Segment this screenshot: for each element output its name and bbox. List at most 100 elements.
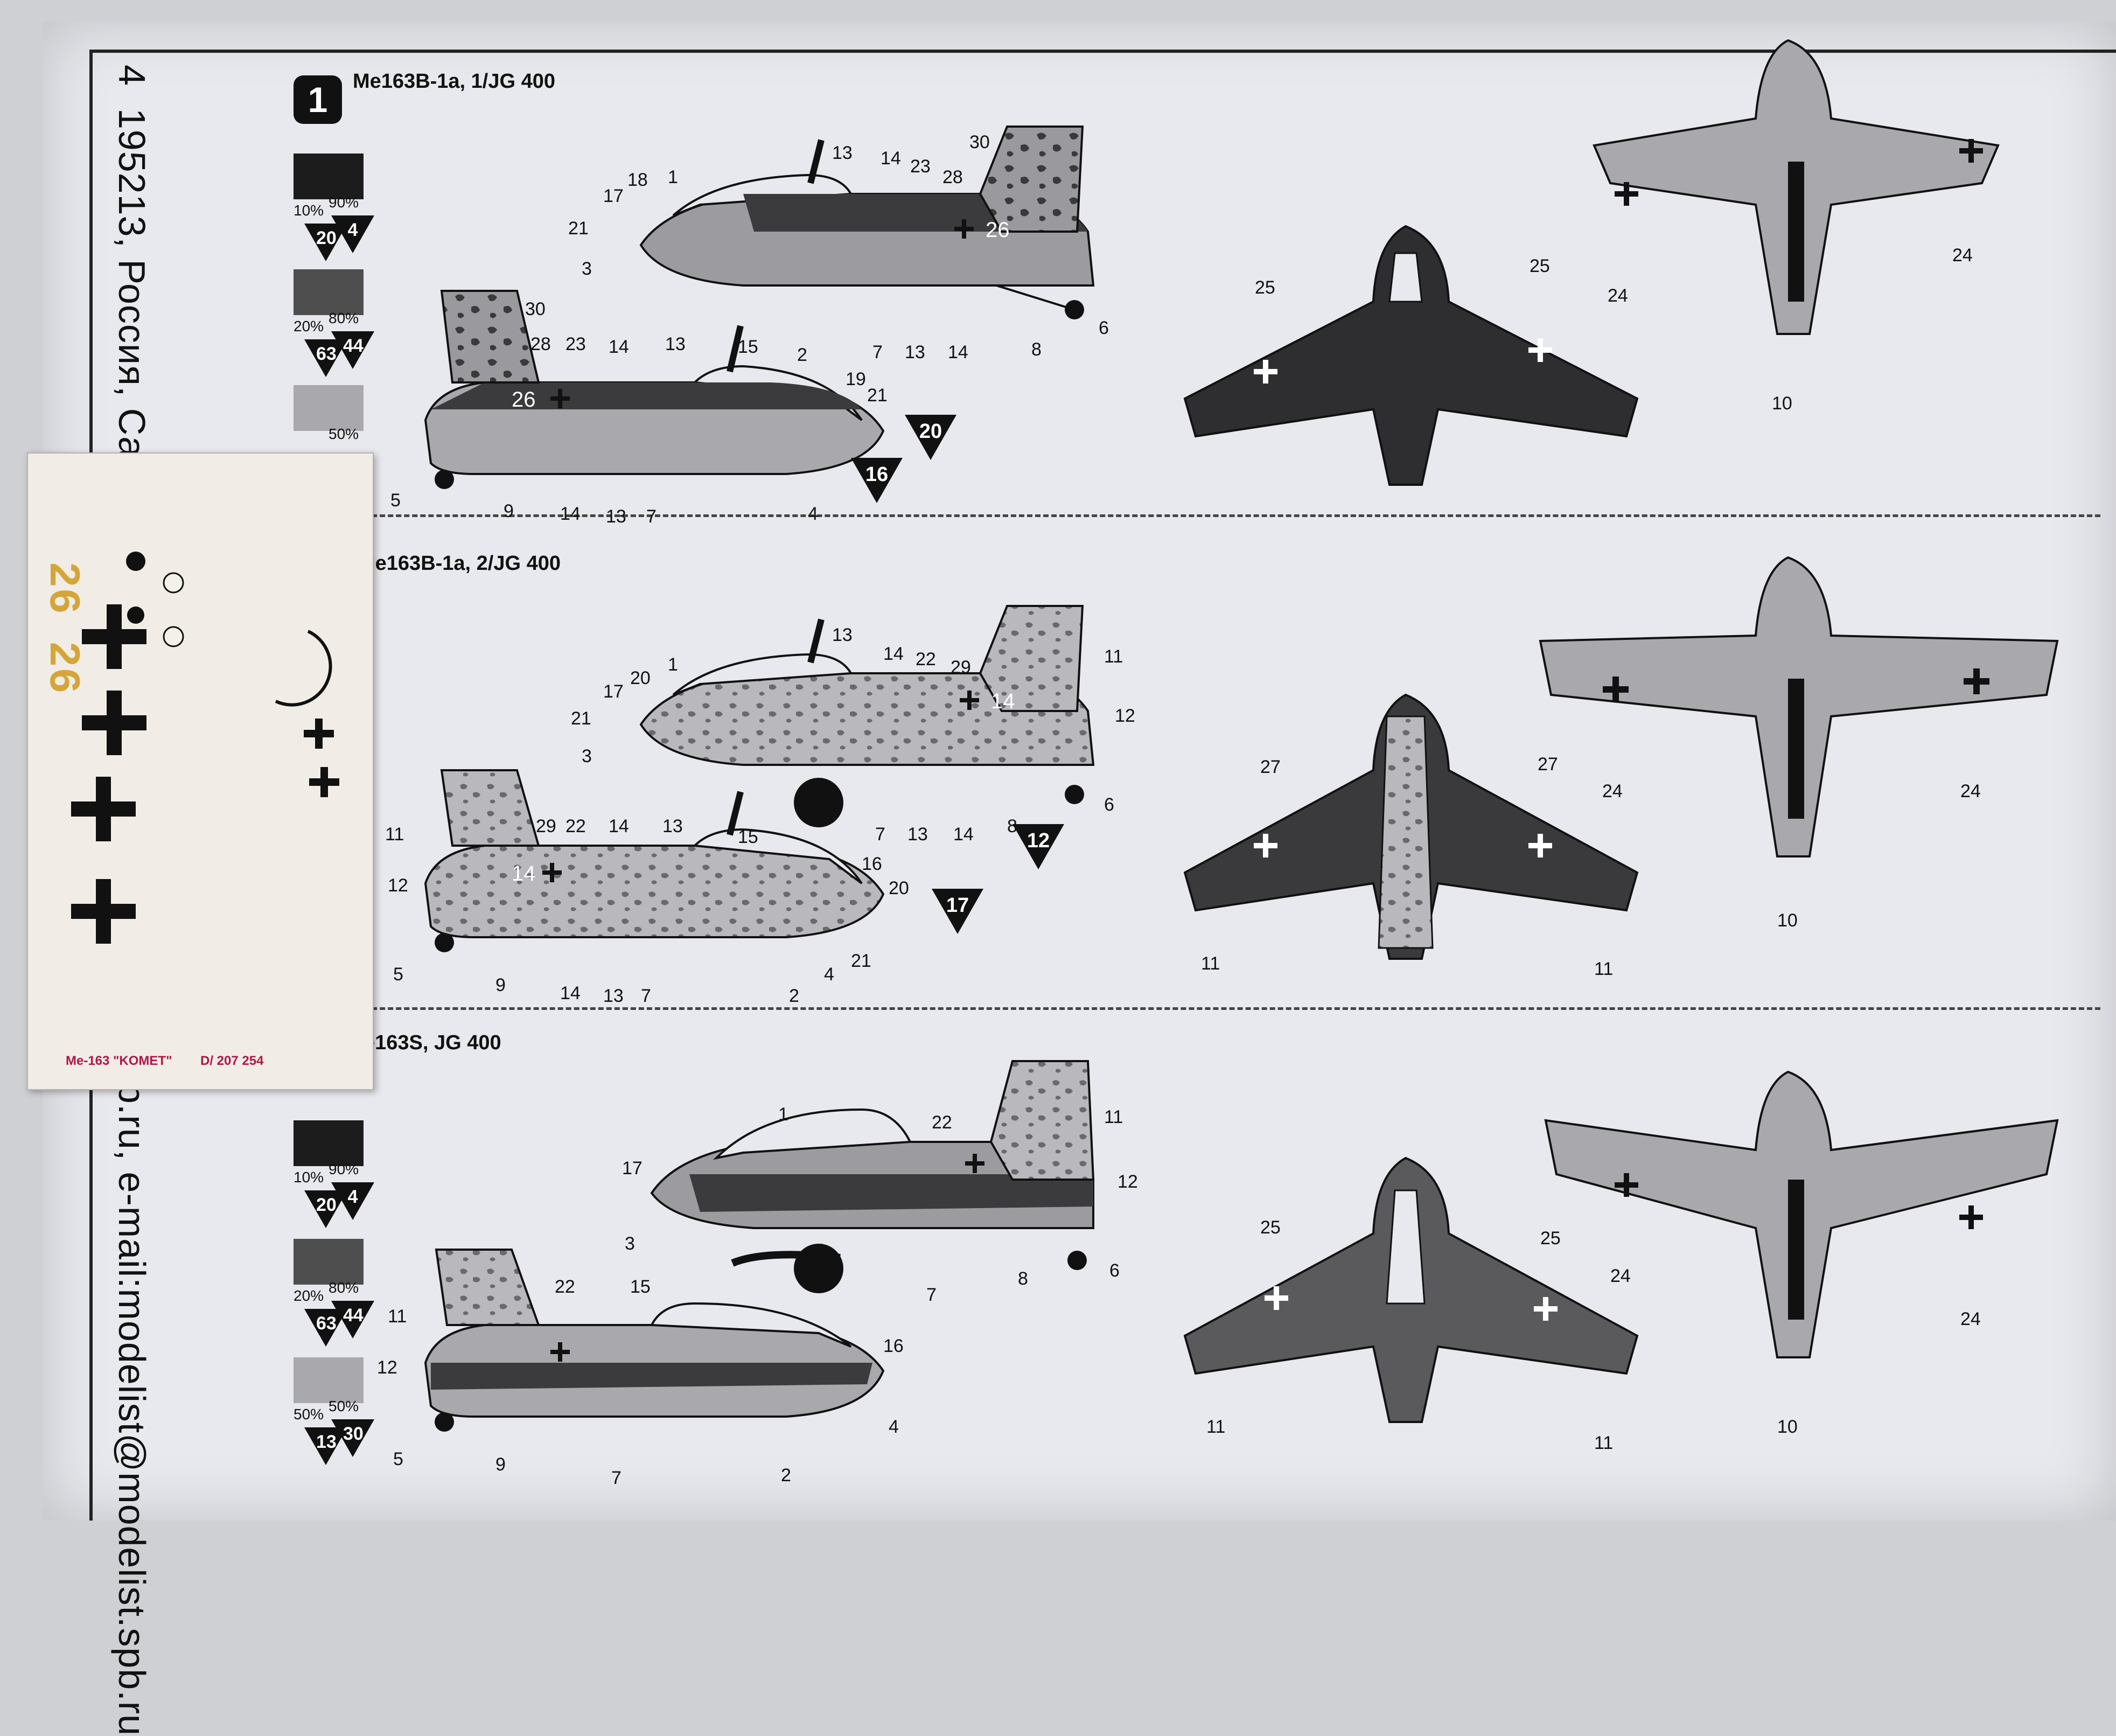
part-number-label: 16 [862, 854, 882, 874]
color-swatch [294, 1357, 364, 1403]
mix-percent: 50% [329, 1398, 359, 1414]
paint-code-triangle: 44 [331, 331, 374, 369]
part-number-label: 7 [875, 824, 885, 845]
part-number-label: 14 [609, 337, 629, 357]
section-title: e163S, JG 400 [364, 1031, 501, 1054]
part-number-label: 2 [789, 986, 799, 1006]
part-number-label: 14 [883, 644, 904, 664]
part-number-label: 8 [1007, 816, 1017, 836]
paint-code-triangle: 44 [331, 1301, 374, 1338]
part-number-label: 5 [393, 964, 403, 985]
part-number-label: 21 [867, 385, 888, 406]
part-number-label: 6 [1104, 794, 1114, 815]
decal-code: D/ 207 254 [200, 1054, 264, 1068]
color-callout: 20 [905, 415, 956, 460]
part-number-label: 5 [393, 1449, 403, 1469]
part-number-label: 22 [916, 649, 936, 670]
s3-side-view-right [650, 1060, 1095, 1293]
part-number-label: 20 [889, 878, 909, 898]
part-number-label: 11 [1104, 646, 1123, 667]
part-number-label: 10 [1777, 910, 1798, 931]
part-number-label: 28 [530, 334, 551, 354]
s2-side-view-right: 14 [639, 605, 1095, 827]
color-swatch [294, 1239, 364, 1285]
part-number-label: 24 [1960, 781, 1981, 801]
paint-code-triangle: 30 [331, 1419, 374, 1457]
part-number-label: 15 [630, 1277, 651, 1297]
color-callout: 17 [932, 889, 983, 934]
section-divider [323, 514, 2100, 517]
decal-product-name: Me-163 "KOMET" [66, 1054, 172, 1068]
paint-code-triangle: 4 [331, 215, 374, 253]
part-number-label: 13 [603, 986, 624, 1006]
s2-top-view [1183, 693, 1639, 960]
part-number-label: 7 [646, 506, 657, 527]
part-number-label: 8 [1018, 1268, 1028, 1289]
part-number-label: 28 [942, 167, 963, 187]
part-number-label: 30 [969, 132, 990, 152]
part-number-label: 23 [910, 156, 931, 177]
part-number-label: 9 [495, 975, 506, 995]
part-number-label: 21 [851, 951, 871, 971]
mix-percent: 10% [294, 202, 324, 219]
part-number-label: 14 [953, 824, 974, 845]
part-number-label: 29 [536, 816, 556, 836]
part-number-label: 6 [1109, 1260, 1120, 1281]
part-number-label: 12 [388, 875, 408, 896]
part-number-label: 17 [622, 1158, 643, 1179]
part-number-label: 11 [388, 1306, 407, 1327]
part-number-label: 11 [1206, 1417, 1226, 1437]
part-number-label: 9 [495, 1454, 506, 1475]
part-number-label: 3 [625, 1233, 635, 1254]
s1-side-view-left: 26 [424, 290, 885, 489]
part-number-label: 22 [932, 1112, 952, 1133]
page-frame-top [92, 50, 2116, 53]
part-number-label: 1 [668, 654, 678, 675]
part-number-label: 11 [1594, 959, 1614, 979]
part-number-label: 24 [1602, 781, 1623, 801]
tail-number: 14 [512, 862, 536, 886]
part-number-label: 24 [1952, 245, 1973, 266]
decal-numbers: 26 26 [37, 561, 87, 694]
s3-top-view [1183, 1156, 1639, 1423]
mix-percent: 50% [294, 1406, 324, 1423]
part-number-label: 6 [1099, 318, 1109, 338]
color-swatch [294, 154, 364, 199]
part-number-label: 4 [808, 504, 818, 524]
part-number-label: 21 [568, 218, 589, 239]
part-number-label: 24 [1960, 1309, 1981, 1329]
section-title: Me163B-1a, 1/JG 400 [353, 70, 556, 93]
part-number-label: 24 [1608, 285, 1628, 306]
part-number-label: 2 [781, 1465, 791, 1486]
s1-side-view-right: 26 [639, 126, 1095, 319]
part-number-label: 11 [1104, 1107, 1123, 1127]
callout-number: 20 [919, 420, 942, 443]
part-number-label: 4 [824, 964, 834, 985]
s1-under-view [1593, 39, 2000, 335]
mix-percent: 80% [329, 310, 359, 326]
color-swatch [294, 269, 364, 315]
part-number-label: 9 [504, 501, 514, 521]
aircraft-drawings: 26 26 14 [424, 39, 2059, 1432]
part-number-label: 17 [603, 681, 624, 702]
part-number-label: 7 [926, 1285, 937, 1305]
part-number-label: 27 [1260, 757, 1281, 777]
color-swatch [294, 1120, 364, 1166]
part-number-label: 11 [385, 824, 404, 845]
s2-side-view-left: 14 [424, 769, 885, 952]
part-number-label: 11 [1594, 1433, 1614, 1453]
callout-number: 17 [946, 894, 969, 917]
part-number-label: 10 [1777, 1417, 1798, 1437]
part-number-label: 13 [907, 824, 928, 845]
part-number-label: 30 [525, 299, 546, 319]
part-number-label: 22 [565, 816, 586, 836]
part-number-label: 13 [662, 816, 683, 836]
section-divider [323, 1007, 2100, 1010]
part-number-label: 22 [555, 1277, 575, 1297]
part-number-label: 13 [606, 506, 626, 527]
part-number-label: 20 [630, 668, 651, 688]
part-number-label: 19 [846, 369, 866, 389]
color-swatch [294, 385, 364, 431]
tail-number: 26 [512, 388, 536, 412]
part-number-label: 25 [1540, 1228, 1561, 1249]
